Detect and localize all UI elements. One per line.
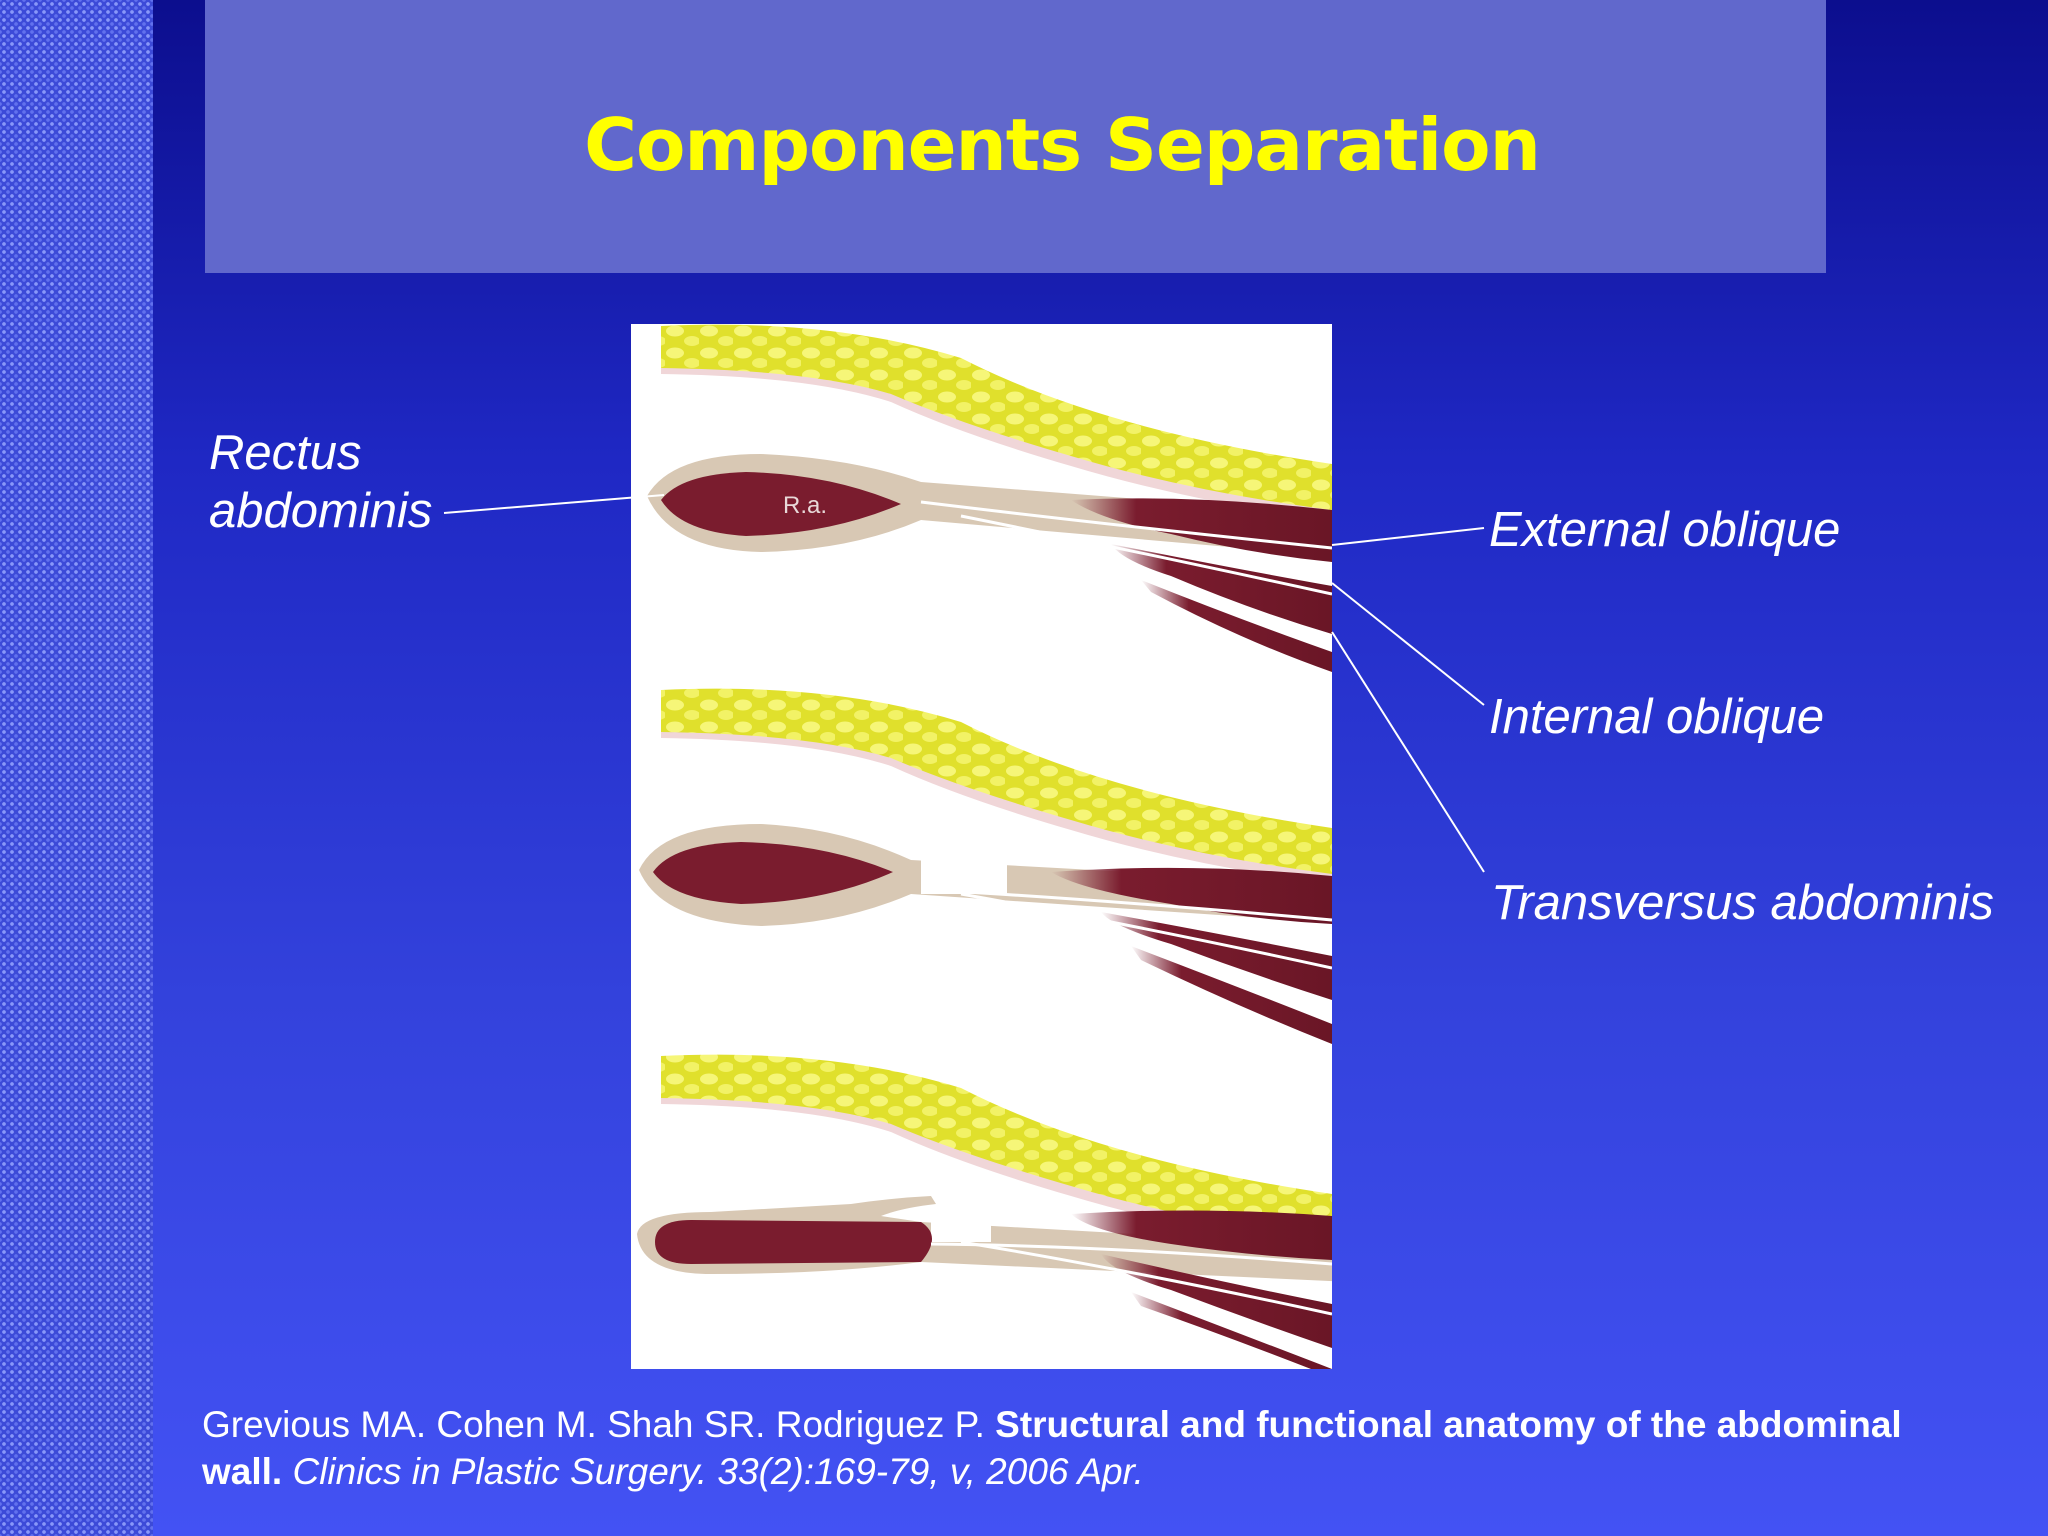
label-internal-oblique: Internal oblique bbox=[1489, 690, 1825, 744]
rectus-mark: R.a. bbox=[783, 492, 827, 519]
citation-article-title: Structural and functional anatomy of the… bbox=[202, 1404, 1902, 1492]
citation-authors: Grevious MA. Cohen M. Shah SR. Rodriguez… bbox=[202, 1404, 996, 1445]
slide-title: Components Separation bbox=[584, 103, 1541, 187]
decorative-side-strip bbox=[0, 0, 153, 1536]
panel-3 bbox=[637, 1054, 1332, 1369]
citation: Grevious MA. Cohen M. Shah SR. Rodriguez… bbox=[202, 1401, 1902, 1495]
leader-transversus bbox=[1331, 631, 1485, 873]
leader-internal-oblique bbox=[1331, 582, 1485, 706]
leader-external-oblique bbox=[1331, 527, 1485, 546]
label-rectus-line1: Rectus bbox=[209, 426, 362, 480]
panel-1: R.a. bbox=[647, 324, 1332, 672]
label-transversus-abdominis: Transversus abdominis bbox=[1491, 876, 1994, 930]
abdominal-wall-illustration: R.a. bbox=[637, 324, 1332, 1369]
label-rectus-line2: abdominis bbox=[209, 484, 433, 538]
label-external-oblique: External oblique bbox=[1489, 503, 1841, 557]
panel-2 bbox=[639, 688, 1332, 1044]
citation-journal: Clinics in Plastic Surgery. 33(2):169-79… bbox=[282, 1451, 1144, 1492]
title-band bbox=[205, 0, 1826, 273]
anatomy-figure: R.a. bbox=[631, 324, 1332, 1369]
leader-rectus bbox=[443, 494, 665, 514]
label-rectus-abdominis: Rectus abdominis bbox=[209, 424, 432, 540]
